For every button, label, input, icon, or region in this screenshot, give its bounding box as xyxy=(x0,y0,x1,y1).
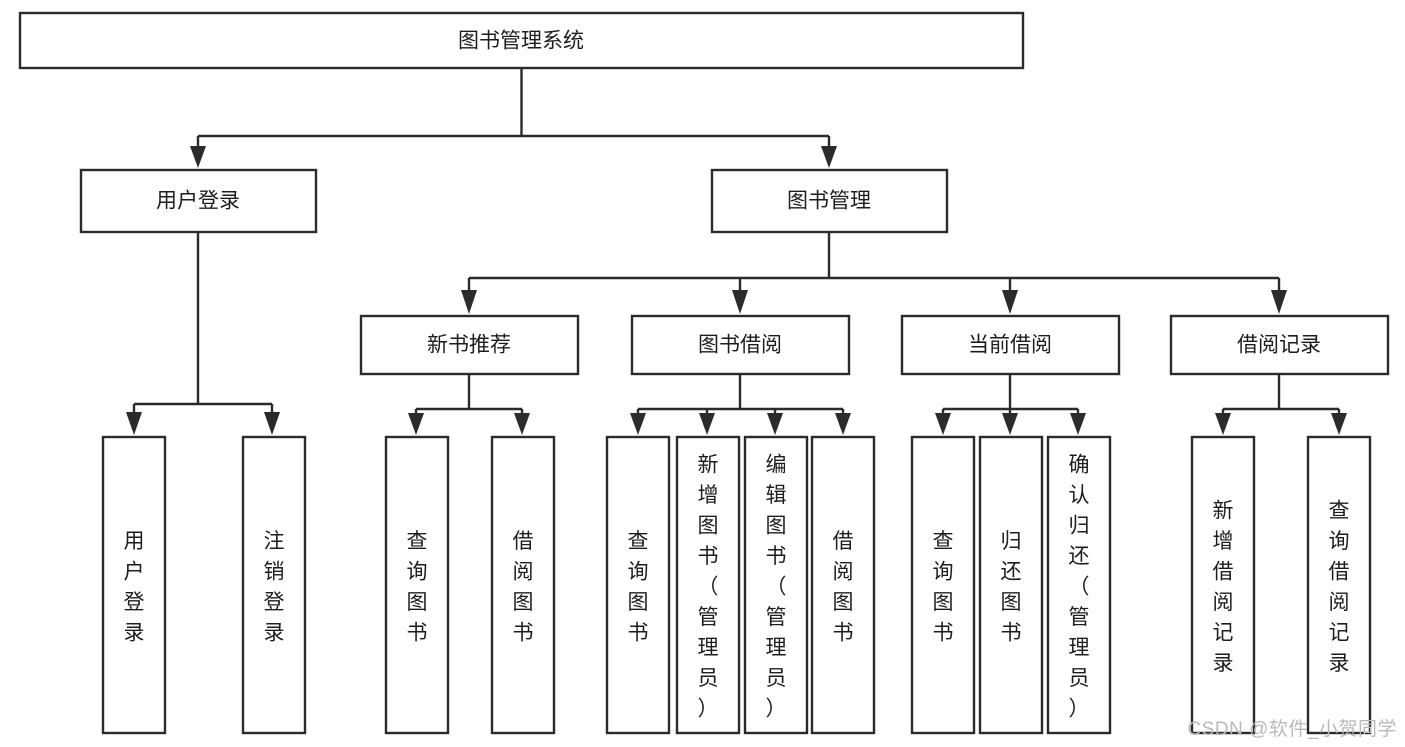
connector-group-current-borrow xyxy=(935,374,1086,435)
arrowhead-leaf-borrow-record-2 xyxy=(1331,413,1347,435)
arrowhead-leaf-logout xyxy=(264,412,280,435)
leaf-node[interactable]: 新增借阅记录 xyxy=(1190,435,1256,735)
node-current-borrow-label: 当前借阅 xyxy=(968,334,1052,357)
node-new-book-recommend-label: 新书推荐 xyxy=(427,334,511,357)
leaf-label-book-borrow-4: 借阅图书 xyxy=(833,530,854,645)
leaf-box-current-borrow-3[interactable] xyxy=(1046,435,1112,735)
node-new-book-recommend[interactable]: 新书推荐 xyxy=(359,314,580,376)
connector-group-user-login xyxy=(126,232,280,435)
leaf-label-book-borrow-1: 查询图书 xyxy=(628,530,649,645)
leaf-box-user-login-2[interactable] xyxy=(241,435,307,735)
leaf-node[interactable]: 借阅图书 xyxy=(490,435,556,735)
leaf-box-borrow-record-2[interactable] xyxy=(1306,435,1372,735)
leaf-label-borrow-record-1: 新增借阅记录 xyxy=(1213,499,1234,675)
node-book-management[interactable]: 图书管理 xyxy=(710,168,949,234)
node-current-borrow-box[interactable] xyxy=(900,314,1121,376)
leaf-label-borrow-record-2: 查询借阅记录 xyxy=(1329,499,1350,675)
leaf-box-user-login-1[interactable] xyxy=(101,435,167,735)
node-root-label: 图书管理系统 xyxy=(458,30,584,53)
node-borrow-record-box[interactable] xyxy=(1169,314,1390,376)
node-borrow-record[interactable]: 借阅记录 xyxy=(1169,314,1390,376)
arrowhead-leaf-current-borrow-1 xyxy=(935,413,951,435)
leaf-box-book-borrow-4[interactable] xyxy=(810,435,876,735)
node-user-login-box[interactable] xyxy=(79,168,318,234)
leaf-label-book-borrow-3: 编辑图书（管理员） xyxy=(766,454,787,721)
node-book-management-label: 图书管理 xyxy=(787,190,871,213)
node-user-login-label: 用户登录 xyxy=(156,190,240,213)
leaf-label-new-book-2: 借阅图书 xyxy=(513,530,534,645)
leaf-node[interactable]: 编辑图书（管理员） xyxy=(743,435,809,735)
arrowhead-leaf-book-borrow-2 xyxy=(699,413,715,435)
arrowhead-leaf-new-book-2 xyxy=(514,413,530,435)
node-current-borrow[interactable]: 当前借阅 xyxy=(900,314,1121,376)
arrowhead-book-mgmt xyxy=(821,146,837,168)
leaf-node[interactable]: 查询图书 xyxy=(384,435,450,735)
leaf-node[interactable]: 查询图书 xyxy=(910,435,976,735)
leaf-node[interactable]: 新增图书（管理员） xyxy=(675,435,741,735)
arrowhead-leaf-new-book-1 xyxy=(408,413,424,435)
leaf-label-user-login-1: 用户登录 xyxy=(124,530,145,645)
leaf-box-book-borrow-2[interactable] xyxy=(675,435,741,735)
leaf-node[interactable]: 借阅图书 xyxy=(810,435,876,735)
node-user-login[interactable]: 用户登录 xyxy=(79,168,318,234)
connector-group-new-book xyxy=(408,374,530,435)
node-book-borrow-label: 图书借阅 xyxy=(698,334,782,357)
leaf-node[interactable]: 确认归还（管理员） xyxy=(1046,435,1112,735)
node-book-borrow[interactable]: 图书借阅 xyxy=(630,314,851,376)
arrowhead-borrow-record xyxy=(1271,290,1287,314)
node-root[interactable]: 图书管理系统 xyxy=(18,11,1025,70)
leaf-node[interactable]: 归还图书 xyxy=(978,435,1044,735)
leaf-box-new-book-2[interactable] xyxy=(490,435,556,735)
node-book-borrow-box[interactable] xyxy=(630,314,851,376)
leaf-box-current-borrow-1[interactable] xyxy=(910,435,976,735)
arrowhead-leaf-current-borrow-2 xyxy=(1002,413,1018,435)
leaf-node[interactable]: 用户登录 xyxy=(101,435,167,735)
leaf-node[interactable]: 查询图书 xyxy=(605,435,671,735)
node-borrow-record-label: 借阅记录 xyxy=(1237,334,1321,357)
arrowhead-leaf-borrow-record-1 xyxy=(1215,413,1231,435)
leaf-label-current-borrow-3: 确认归还（管理员） xyxy=(1069,454,1090,721)
leaf-label-book-borrow-2: 新增图书（管理员） xyxy=(698,454,719,721)
arrowhead-leaf-book-borrow-4 xyxy=(835,413,851,435)
node-book-management-box[interactable] xyxy=(710,168,949,234)
arrowhead-leaf-current-borrow-3 xyxy=(1070,413,1086,435)
connector-group-borrow-record xyxy=(1215,374,1347,435)
arrowhead-current-borrow xyxy=(1002,290,1018,314)
connector-group-book-mgmt xyxy=(461,232,1287,314)
arrowhead-new-book xyxy=(461,290,477,314)
leaf-label-user-login-2: 注销登录 xyxy=(264,530,285,645)
arrowhead-leaf-book-borrow-3 xyxy=(767,413,783,435)
leaf-node[interactable]: 注销登录 xyxy=(241,435,307,735)
leaf-label-new-book-1: 查询图书 xyxy=(407,530,428,645)
leaf-box-borrow-record-1[interactable] xyxy=(1190,435,1256,735)
leaf-label-current-borrow-2: 归还图书 xyxy=(1001,530,1022,645)
leaf-box-book-borrow-3[interactable] xyxy=(743,435,809,735)
leaf-box-new-book-1[interactable] xyxy=(384,435,450,735)
connector-group-book-borrow xyxy=(630,374,851,435)
arrowhead-leaf-book-borrow-1 xyxy=(630,413,646,435)
node-new-book-recommend-box[interactable] xyxy=(359,314,580,376)
arrowhead-user-login xyxy=(190,146,206,168)
node-root-box[interactable] xyxy=(18,11,1025,70)
leaf-node[interactable]: 查询借阅记录 xyxy=(1306,435,1372,735)
leaf-box-book-borrow-1[interactable] xyxy=(605,435,671,735)
leaf-label-current-borrow-1: 查询图书 xyxy=(933,530,954,645)
connector-group-root xyxy=(190,68,837,168)
arrowhead-leaf-user-login xyxy=(126,412,142,435)
arrowhead-book-borrow xyxy=(732,290,748,314)
leaf-box-current-borrow-2[interactable] xyxy=(978,435,1044,735)
